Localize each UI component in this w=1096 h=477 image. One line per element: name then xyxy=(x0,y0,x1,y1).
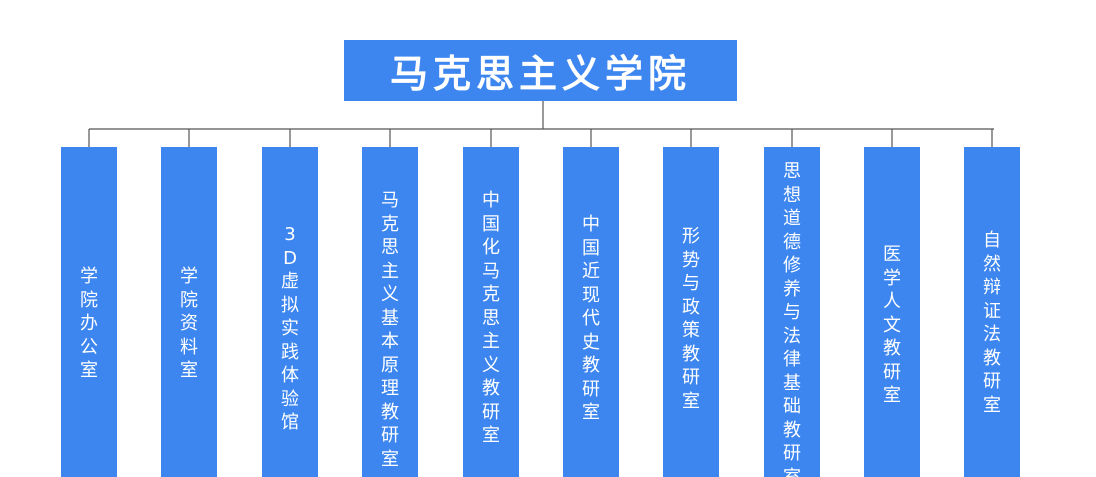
child-node-label: 马克思主义基本原理教研室 xyxy=(381,190,399,470)
child-node-5: 中国近现代史教研室 xyxy=(563,147,619,477)
child-node-2: 3D 虚拟实践体验馆 xyxy=(262,147,318,477)
child-node-label: 学院办公室 xyxy=(80,266,98,381)
child-node-0: 学院办公室 xyxy=(61,147,117,477)
child-node-label: 医学人文教研室 xyxy=(883,244,901,406)
child-node-3: 马克思主义基本原理教研室 xyxy=(362,147,418,477)
child-node-label: 形势与政策教研室 xyxy=(682,226,700,412)
child-node-label: 自然辩证法教研室 xyxy=(983,230,1001,416)
child-node-label: 中国化马克思主义教研室 xyxy=(482,190,500,446)
child-node-8: 医学人文教研室 xyxy=(864,147,920,477)
root-node-title: 马克思主义学院 xyxy=(389,52,691,96)
child-node-9: 自然辩证法教研室 xyxy=(964,147,1020,477)
child-node-4: 中国化马克思主义教研室 xyxy=(463,147,519,477)
child-node-label: 思想道德修养与法律基础教研室 xyxy=(783,161,801,477)
root-node-box: 马克思主义学院 xyxy=(344,40,737,101)
child-node-label: 3D 虚拟实践体验馆 xyxy=(281,224,299,433)
child-node-label: 学院资料室 xyxy=(180,266,198,381)
child-node-label: 中国近现代史教研室 xyxy=(582,214,600,423)
child-node-6: 形势与政策教研室 xyxy=(663,147,719,477)
child-drop-lines xyxy=(88,129,993,147)
child-node-1: 学院资料室 xyxy=(161,147,217,477)
child-node-7: 思想道德修养与法律基础教研室 xyxy=(764,147,820,477)
